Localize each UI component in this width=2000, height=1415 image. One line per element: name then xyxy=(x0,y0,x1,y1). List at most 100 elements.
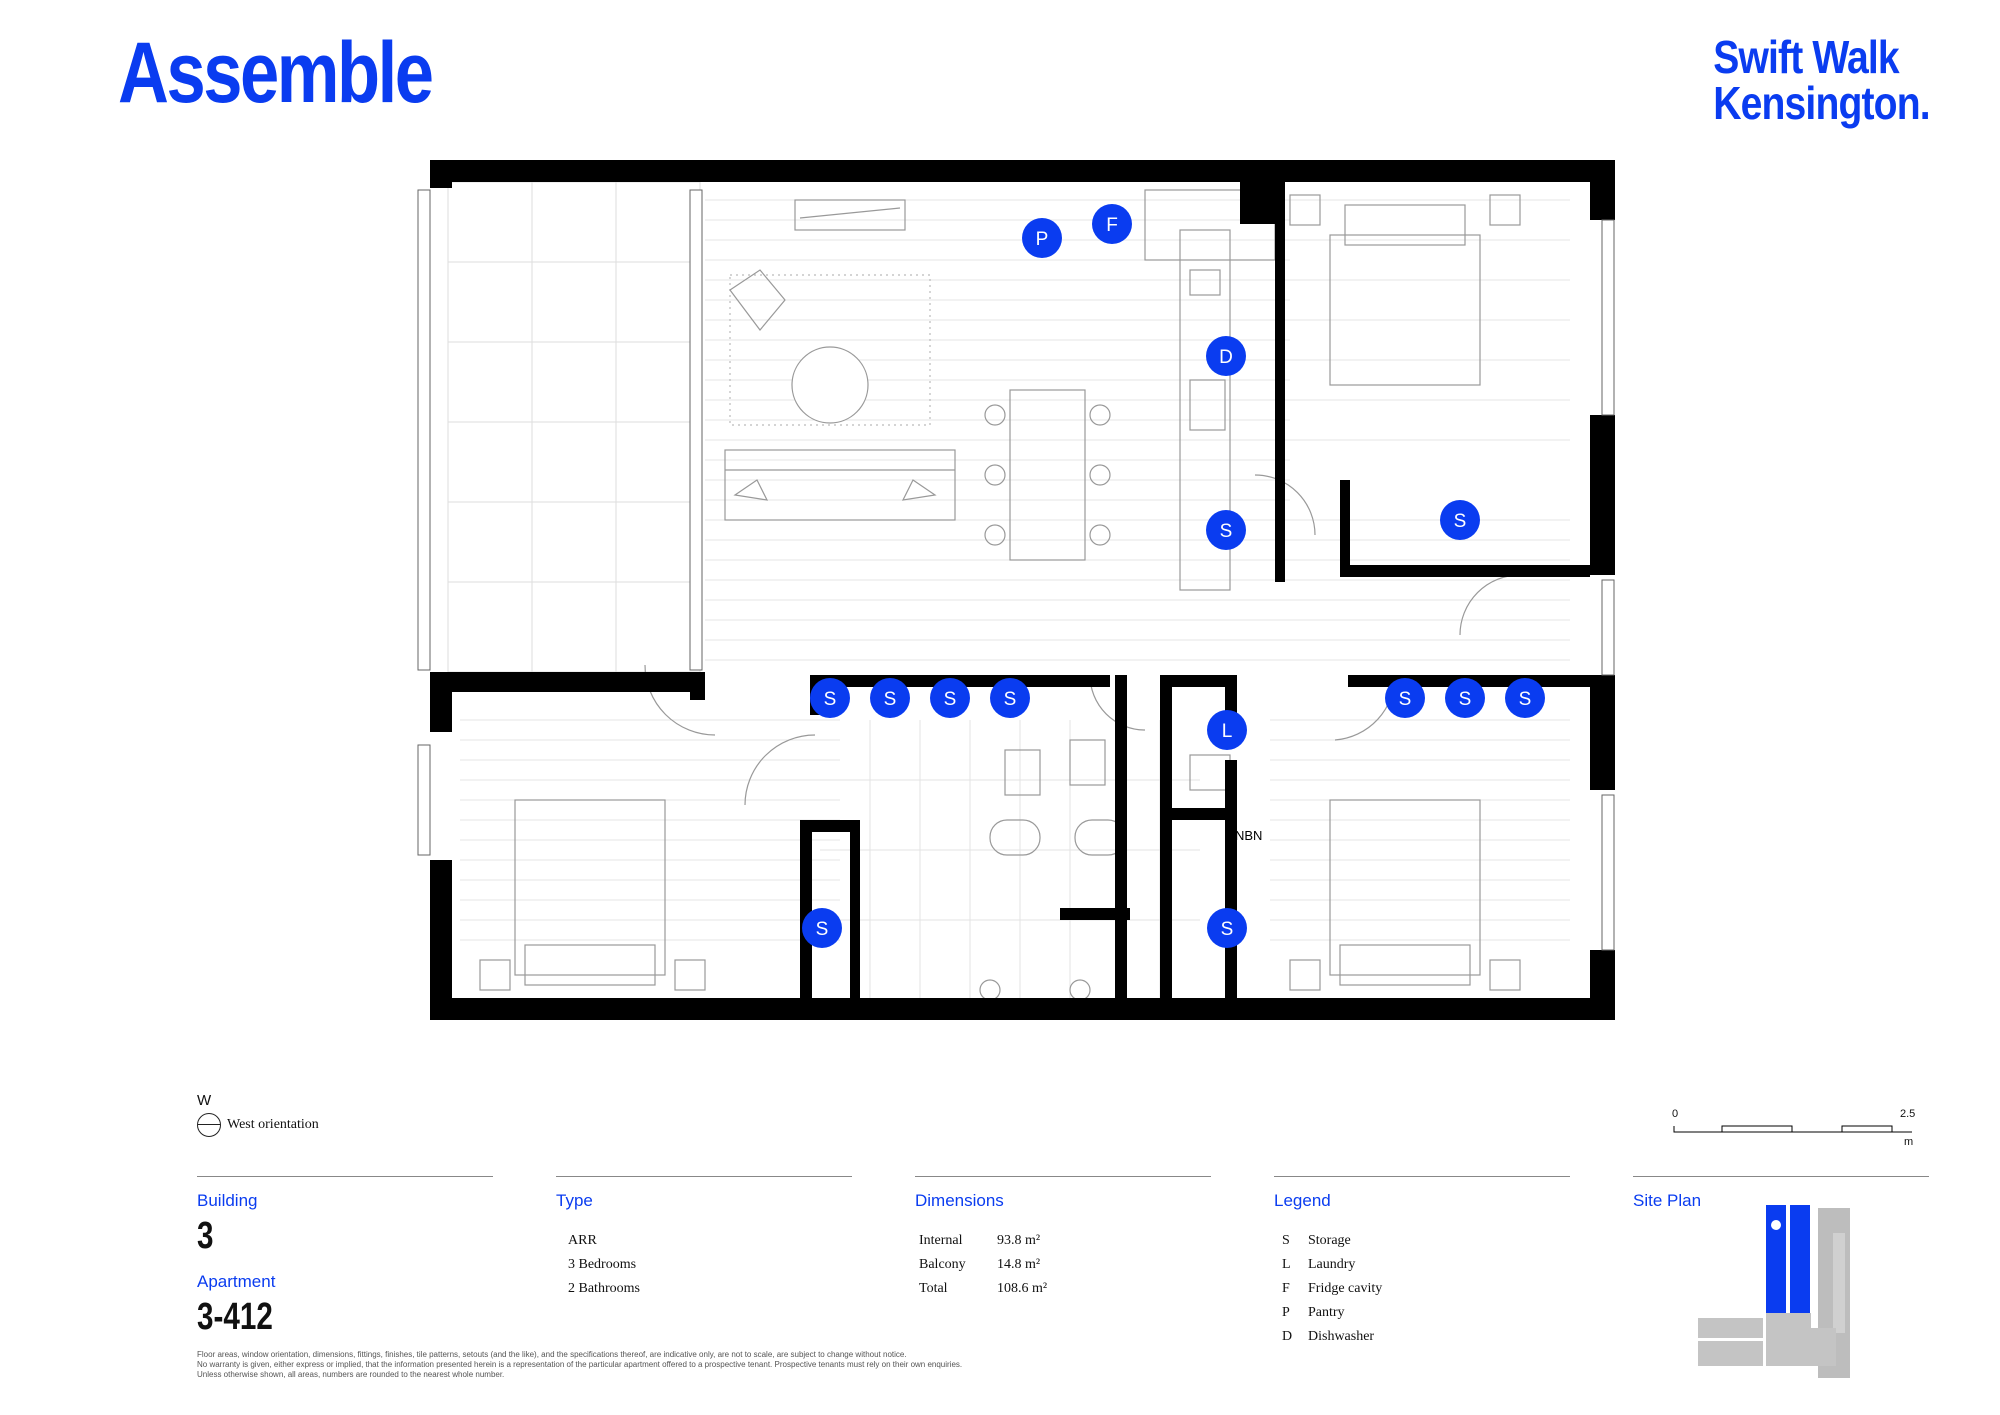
marker-code: S xyxy=(1459,689,1472,710)
floor-plan: NBN P F D S S S S S S L S S S S S xyxy=(417,160,1615,1020)
legend-code: P xyxy=(1282,1305,1290,1320)
compass-icon xyxy=(197,1113,221,1137)
marker-code: L xyxy=(1222,721,1233,742)
marker-circle xyxy=(870,678,910,718)
marker-code: S xyxy=(1221,919,1234,940)
orientation: W West orientation xyxy=(197,1092,319,1137)
building-heading: Building xyxy=(197,1191,258,1210)
marker-s: S xyxy=(870,678,910,718)
scale-bar-graphic xyxy=(1673,1125,1912,1133)
marker-s: S xyxy=(1505,678,1545,718)
marker-code: D xyxy=(1219,347,1233,368)
marker-code: S xyxy=(944,689,957,710)
dimension-value: 93.8 m² xyxy=(997,1233,1041,1248)
marker-circle xyxy=(1207,908,1247,948)
marker-s: S xyxy=(1440,500,1480,540)
marker-code: S xyxy=(1454,511,1467,532)
bathroom-tiles xyxy=(820,720,1200,1005)
building-value: 3 xyxy=(197,1215,214,1257)
balcony xyxy=(447,181,701,673)
apartment-value: 3-412 xyxy=(197,1296,273,1338)
project-name-line2: Kensington. xyxy=(1713,77,1930,129)
marker-code: S xyxy=(1399,689,1412,710)
marker-s: S xyxy=(990,678,1030,718)
marker-circle xyxy=(1206,510,1246,550)
disclaimer-line: Unless otherwise shown, all areas, numbe… xyxy=(197,1370,505,1379)
site-plan-heading: Site Plan xyxy=(1633,1191,1702,1210)
orientation-letter: W xyxy=(197,1092,212,1109)
marker-s: S xyxy=(930,678,970,718)
marker-f: F xyxy=(1092,204,1132,244)
marker-code: S xyxy=(884,689,897,710)
legend-row: D Dishwasher xyxy=(1282,1329,1570,1353)
type-bathrooms: 2 Bathrooms xyxy=(568,1281,640,1296)
marker-s: S xyxy=(1207,908,1247,948)
dimension-label: Balcony xyxy=(919,1257,966,1272)
site-plan-map xyxy=(1698,1205,1850,1378)
dimension-row: Balcony 14.8 m² xyxy=(919,1257,1211,1281)
scale-bar: 0 2.5 m xyxy=(1672,1108,1916,1158)
marker-d: D xyxy=(1206,336,1246,376)
marker-circle xyxy=(1445,678,1485,718)
disclaimer-line: No warranty is given, either express or … xyxy=(197,1360,963,1369)
dimension-value: 108.6 m² xyxy=(997,1281,1048,1296)
legend-code: D xyxy=(1282,1329,1293,1344)
type-code: ARR xyxy=(568,1233,597,1248)
windows xyxy=(417,189,1615,951)
marker-code: P xyxy=(1036,229,1049,250)
marker-circle xyxy=(1440,500,1480,540)
disclaimer-line: Floor areas, window orientation, dimensi… xyxy=(197,1350,907,1359)
site-building-highlight xyxy=(1766,1205,1786,1313)
legend-label: Fridge cavity xyxy=(1308,1281,1383,1296)
marker-s: S xyxy=(802,908,842,948)
legend-code: S xyxy=(1282,1233,1290,1248)
type-heading: Type xyxy=(556,1191,593,1210)
marker-circle xyxy=(1206,336,1246,376)
marker-code: F xyxy=(1106,215,1118,236)
marker-circle xyxy=(1505,678,1545,718)
type-column: Type ARR 3 Bedrooms 2 Bathrooms xyxy=(556,1176,852,1305)
marker-circle xyxy=(990,678,1030,718)
marker-s: S xyxy=(1206,510,1246,550)
marker-code: S xyxy=(1519,689,1532,710)
marker-l: L xyxy=(1207,710,1247,750)
marker-circle xyxy=(930,678,970,718)
legend-code: L xyxy=(1282,1257,1291,1272)
project-name-line1: Swift Walk xyxy=(1713,31,1900,83)
marker-circle xyxy=(1207,710,1247,750)
dimension-label: Internal xyxy=(919,1233,963,1248)
legend-heading: Legend xyxy=(1274,1191,1331,1210)
site-building-highlight xyxy=(1790,1205,1810,1313)
marker-circle xyxy=(1385,678,1425,718)
marker-code: S xyxy=(824,689,837,710)
project-logo: Swift Walk Kensington. xyxy=(1713,34,1930,126)
marker-s: S xyxy=(1445,678,1485,718)
marker-circle xyxy=(810,678,850,718)
dimension-value: 14.8 m² xyxy=(997,1257,1041,1272)
dimension-row: Total 108.6 m² xyxy=(919,1281,1211,1305)
dimension-label: Total xyxy=(919,1281,948,1296)
site-plan-column: Site Plan xyxy=(1633,1176,1929,1378)
nbn-label: NBN xyxy=(1235,828,1262,843)
orientation-label: West orientation xyxy=(227,1117,319,1133)
marker-code: S xyxy=(816,919,829,940)
type-bedrooms: 3 Bedrooms xyxy=(568,1257,637,1272)
brand-logo: Assemble xyxy=(118,25,434,121)
marker-circle xyxy=(802,908,842,948)
legend-label: Dishwasher xyxy=(1308,1329,1375,1344)
legend-row: S Storage xyxy=(1282,1233,1570,1257)
marker-p: P xyxy=(1022,218,1062,258)
dimensions-heading: Dimensions xyxy=(915,1191,1004,1210)
marker-circle xyxy=(1092,204,1132,244)
marker-circle xyxy=(1022,218,1062,258)
scale-end: 2.5 xyxy=(1900,1108,1916,1120)
apartment-heading: Apartment xyxy=(197,1272,276,1291)
legend-label: Storage xyxy=(1308,1233,1351,1248)
legend-code: F xyxy=(1282,1281,1290,1296)
scale-start: 0 xyxy=(1672,1108,1679,1120)
marker-s: S xyxy=(1385,678,1425,718)
legend-markers: P F D S S S S S S L S S S S S xyxy=(802,204,1545,948)
